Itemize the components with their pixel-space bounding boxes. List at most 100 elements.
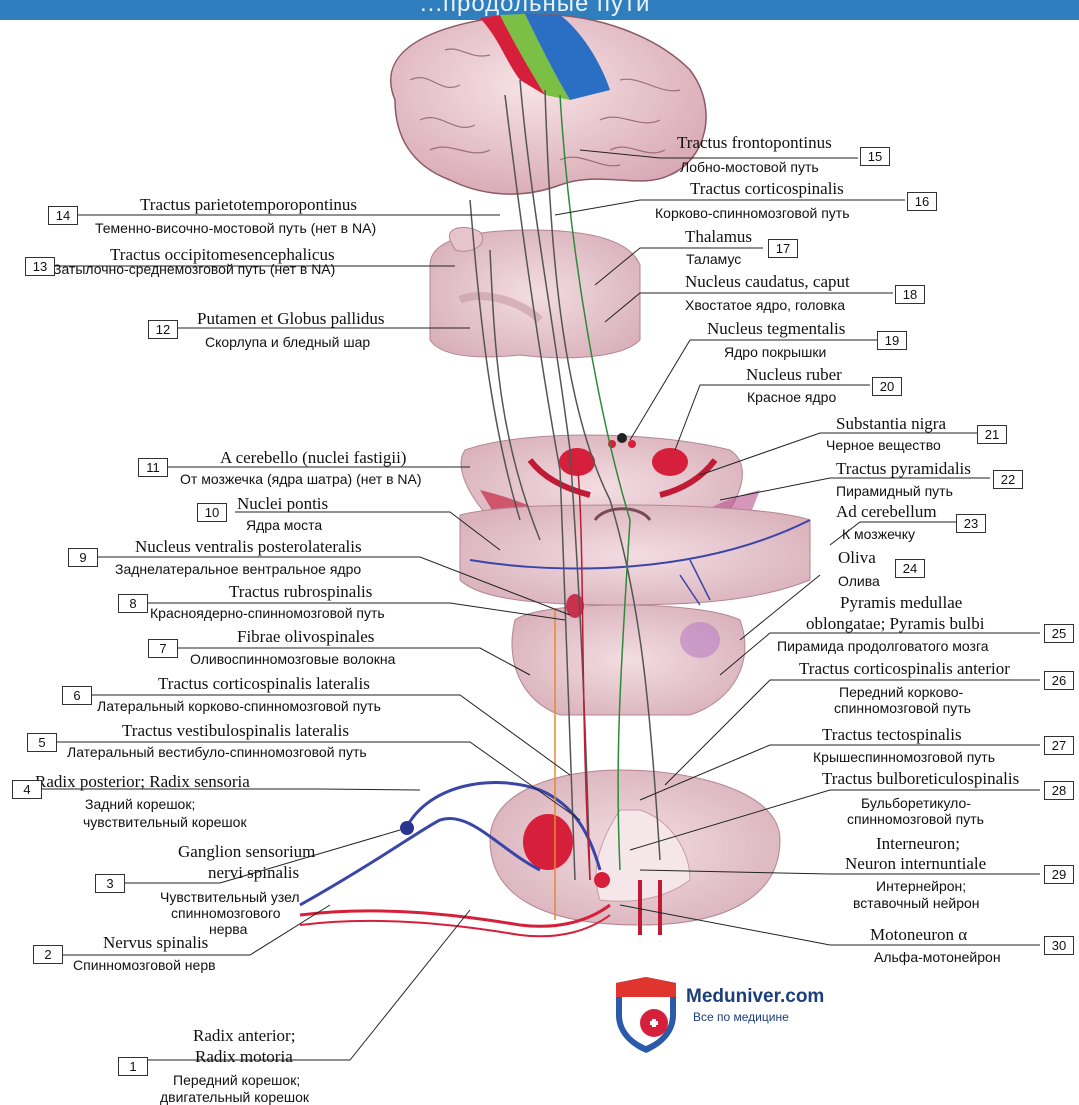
- label-12-latin: Putamen et Globus pallidus: [197, 310, 384, 327]
- label-26-number: 26: [1044, 671, 1074, 690]
- label-24-number: 24: [895, 559, 925, 578]
- label-28-latin: Tractus bulboreticulospinalis: [822, 770, 1019, 787]
- label-27-russian: Крышеспинномозговой путь: [813, 750, 995, 764]
- label-28-number: 28: [1044, 781, 1074, 800]
- label-21-russian: Черное вещество: [826, 438, 941, 452]
- label-3-latin-2: nervi spinalis: [208, 864, 299, 881]
- label-4-russian: Задний корешок;: [85, 797, 195, 811]
- diencephalon-section: [430, 227, 640, 357]
- label-19-number: 19: [877, 331, 907, 350]
- label-19-latin: Nucleus tegmentalis: [707, 320, 845, 337]
- label-26-latin: Tractus corticospinalis anterior: [799, 660, 1010, 677]
- label-28-russian: Бульборетикуло-: [861, 796, 971, 810]
- label-1-latin-2: Radix motoria: [195, 1048, 293, 1065]
- label-9-number: 9: [68, 548, 98, 567]
- label-17-number: 17: [768, 239, 798, 258]
- label-29-latin-2: Neuron internuntiale: [845, 855, 986, 872]
- label-1-latin: Radix anterior;: [193, 1027, 295, 1044]
- label-6-latin: Tractus corticospinalis lateralis: [158, 675, 370, 692]
- label-23-latin: Ad cerebellum: [836, 503, 937, 520]
- spinal-cord-section: [490, 770, 780, 935]
- label-22-number: 22: [993, 470, 1023, 489]
- label-4-latin: Radix posterior; Radix sensoria: [35, 773, 250, 790]
- label-24-latin: Oliva: [838, 549, 876, 566]
- label-2-russian: Спинномозговой нерв: [73, 958, 216, 972]
- label-11-latin: A cerebello (nuclei fastigii): [220, 449, 406, 466]
- label-20-russian: Красное ядро: [747, 390, 836, 404]
- label-12-number: 12: [148, 320, 178, 339]
- label-19-russian: Ядро покрышки: [724, 345, 826, 359]
- label-30-russian: Альфа-мотонейрон: [874, 950, 1001, 964]
- label-6-russian: Латеральный корково-спинномозговой путь: [97, 699, 381, 713]
- label-8-number: 8: [118, 594, 148, 613]
- label-21-latin: Substantia nigra: [836, 415, 946, 432]
- label-23-russian: К мозжечку: [842, 527, 915, 541]
- label-8-latin: Tractus rubrospinalis: [229, 583, 372, 600]
- label-21-number: 21: [977, 425, 1007, 444]
- label-17-russian: Таламус: [686, 252, 741, 266]
- label-2-number: 2: [33, 945, 63, 964]
- label-5-number: 5: [27, 733, 57, 752]
- label-9-russian: Заднелатеральное вентральное ядро: [115, 562, 361, 576]
- label-3-russian-2: спинномозгового: [171, 906, 281, 920]
- label-24-russian: Олива: [838, 574, 880, 588]
- label-27-number: 27: [1044, 736, 1074, 755]
- label-16-russian: Корково-спинномозговой путь: [655, 206, 850, 220]
- label-30-latin: Motoneuron α: [870, 926, 967, 943]
- label-23-number: 23: [956, 514, 986, 533]
- label-20-latin: Nucleus ruber: [746, 366, 842, 383]
- watermark-tagline: Все по медицине: [693, 1010, 789, 1024]
- label-10-latin: Nuclei pontis: [237, 495, 328, 512]
- label-22-russian: Пирамидный путь: [836, 484, 953, 498]
- label-7-russian: Оливоспинномозговые волокна: [190, 652, 395, 666]
- label-29-russian: Интернейрон;: [876, 879, 966, 893]
- label-25-latin: Pyramis medullae: [840, 594, 962, 611]
- medulla-section: [512, 594, 745, 715]
- label-2-latin: Nervus spinalis: [103, 934, 208, 951]
- label-3-russian-3: нерва: [209, 922, 247, 936]
- label-8-russian: Красноядерно-спинномозговой путь: [150, 606, 385, 620]
- label-18-latin: Nucleus caudatus, caput: [685, 273, 850, 290]
- label-28-russian-2: спинномозговой путь: [847, 812, 984, 826]
- label-25-russian: Пирамида продолговатого мозга: [777, 639, 989, 653]
- label-14-russian: Теменно-височно-мостовой путь (нет в NA): [95, 221, 376, 235]
- label-29-russian-2: вставочный нейрон: [853, 896, 980, 910]
- label-1-number: 1: [118, 1057, 148, 1076]
- label-15-latin: Tractus frontopontinus: [677, 134, 832, 151]
- label-7-number: 7: [148, 639, 178, 658]
- label-20-number: 20: [872, 377, 902, 396]
- label-1-russian: Передний корешок;: [173, 1073, 300, 1087]
- label-12-russian: Скорлупа и бледный шар: [205, 335, 370, 349]
- label-25-latin-2: oblongatae; Pyramis bulbi: [806, 615, 984, 632]
- label-16-number: 16: [907, 192, 937, 211]
- label-10-number: 10: [197, 503, 227, 522]
- label-18-russian: Хвостатое ядро, головка: [685, 298, 845, 312]
- watermark-name: Meduniver.com: [686, 986, 824, 1008]
- label-1-russian-2: двигательный корешок: [160, 1090, 309, 1104]
- label-9-latin: Nucleus ventralis posterolateralis: [135, 538, 362, 555]
- label-10-russian: Ядра моста: [246, 518, 322, 532]
- label-11-russian: От мозжечка (ядра шатра) (нет в NA): [180, 472, 422, 486]
- label-13-number: 13: [25, 257, 55, 276]
- label-5-russian: Латеральный вестибуло-спинномозговой пут…: [67, 745, 367, 759]
- label-17-latin: Thalamus: [685, 228, 752, 245]
- label-15-russian: Лобно-мостовой путь: [680, 160, 819, 174]
- label-25-number: 25: [1044, 624, 1074, 643]
- label-3-latin: Ganglion sensorium: [178, 843, 315, 860]
- label-29-number: 29: [1044, 865, 1074, 884]
- label-3-russian: Чувствительный узел: [160, 890, 300, 904]
- label-7-latin: Fibrae olivospinales: [237, 628, 374, 645]
- label-15-number: 15: [860, 147, 890, 166]
- label-16-latin: Tractus corticospinalis: [690, 180, 844, 197]
- label-18-number: 18: [895, 285, 925, 304]
- label-29-latin: Interneuron;: [876, 835, 960, 852]
- label-13-russian: Затылочно-среднемозговой путь (нет в NA): [53, 262, 335, 276]
- label-11-number: 11: [138, 458, 168, 477]
- shield-logo-icon: [610, 975, 682, 1055]
- label-3-number: 3: [95, 874, 125, 893]
- label-6-number: 6: [62, 686, 92, 705]
- label-30-number: 30: [1044, 936, 1074, 955]
- label-22-latin: Tractus pyramidalis: [836, 460, 971, 477]
- label-26-russian-2: спинномозговой путь: [834, 701, 971, 715]
- label-5-latin: Tractus vestibulospinalis lateralis: [122, 722, 349, 739]
